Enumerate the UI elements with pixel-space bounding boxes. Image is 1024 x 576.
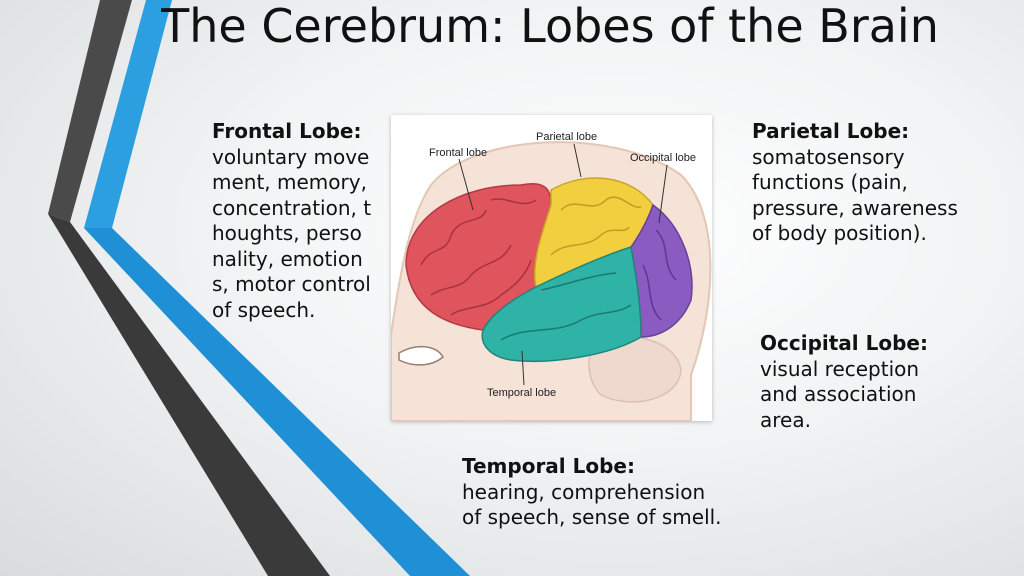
parietal-lobe-text: somatosensory functions (pain, pressure,…	[752, 144, 958, 246]
temporal-lobe-text: hearing, comprehension of speech, sense …	[462, 479, 722, 530]
eye	[398, 345, 444, 366]
brain-lobes-figure: Frontal lobe Parietal lobe Occipital lob…	[391, 115, 712, 421]
occipital-gyri	[642, 229, 677, 321]
brain-illustration: Frontal lobe Parietal lobe Occipital lob…	[391, 131, 712, 421]
dark-chevron-lower	[48, 214, 330, 576]
occipital-lobe-text: visual reception and association area.	[760, 356, 920, 432]
frontal-gyri	[420, 198, 537, 316]
parietal-gyri	[550, 196, 642, 256]
label-leader-lines	[458, 143, 668, 386]
parietal-lobe-heading: Parietal Lobe:	[752, 119, 910, 143]
temporal-lobe-description: Temporal Lobe: hearing, comprehension of…	[462, 454, 722, 531]
figure-label-occipital: Occipital lobe	[630, 152, 696, 164]
slide-title: The Cerebrum: Lobes of the Brain	[161, 0, 939, 53]
occipital-lobe-heading: Occipital Lobe:	[760, 331, 928, 355]
frontal-lobe-text: voluntary movement, memory, concentratio…	[212, 144, 372, 322]
blue-chevron-upper	[84, 0, 172, 228]
figure-label-frontal: Frontal lobe	[429, 147, 487, 159]
figure-label-temporal: Temporal lobe	[487, 387, 556, 399]
temporal-lobe-heading: Temporal Lobe:	[462, 454, 635, 478]
occipital-lobe-description: Occipital Lobe: visual reception and ass…	[760, 331, 960, 433]
dark-chevron-upper	[48, 0, 132, 222]
frontal-lobe-description: Frontal Lobe: voluntary movement, memory…	[212, 119, 372, 323]
parietal-lobe-description: Parietal Lobe: somatosensory functions (…	[752, 119, 967, 247]
temporal-gyri	[500, 272, 632, 341]
figure-label-parietal: Parietal lobe	[536, 131, 597, 143]
cerebellum	[588, 335, 682, 403]
blue-chevron-lower	[84, 228, 470, 576]
frontal-lobe-heading: Frontal Lobe:	[212, 119, 362, 143]
